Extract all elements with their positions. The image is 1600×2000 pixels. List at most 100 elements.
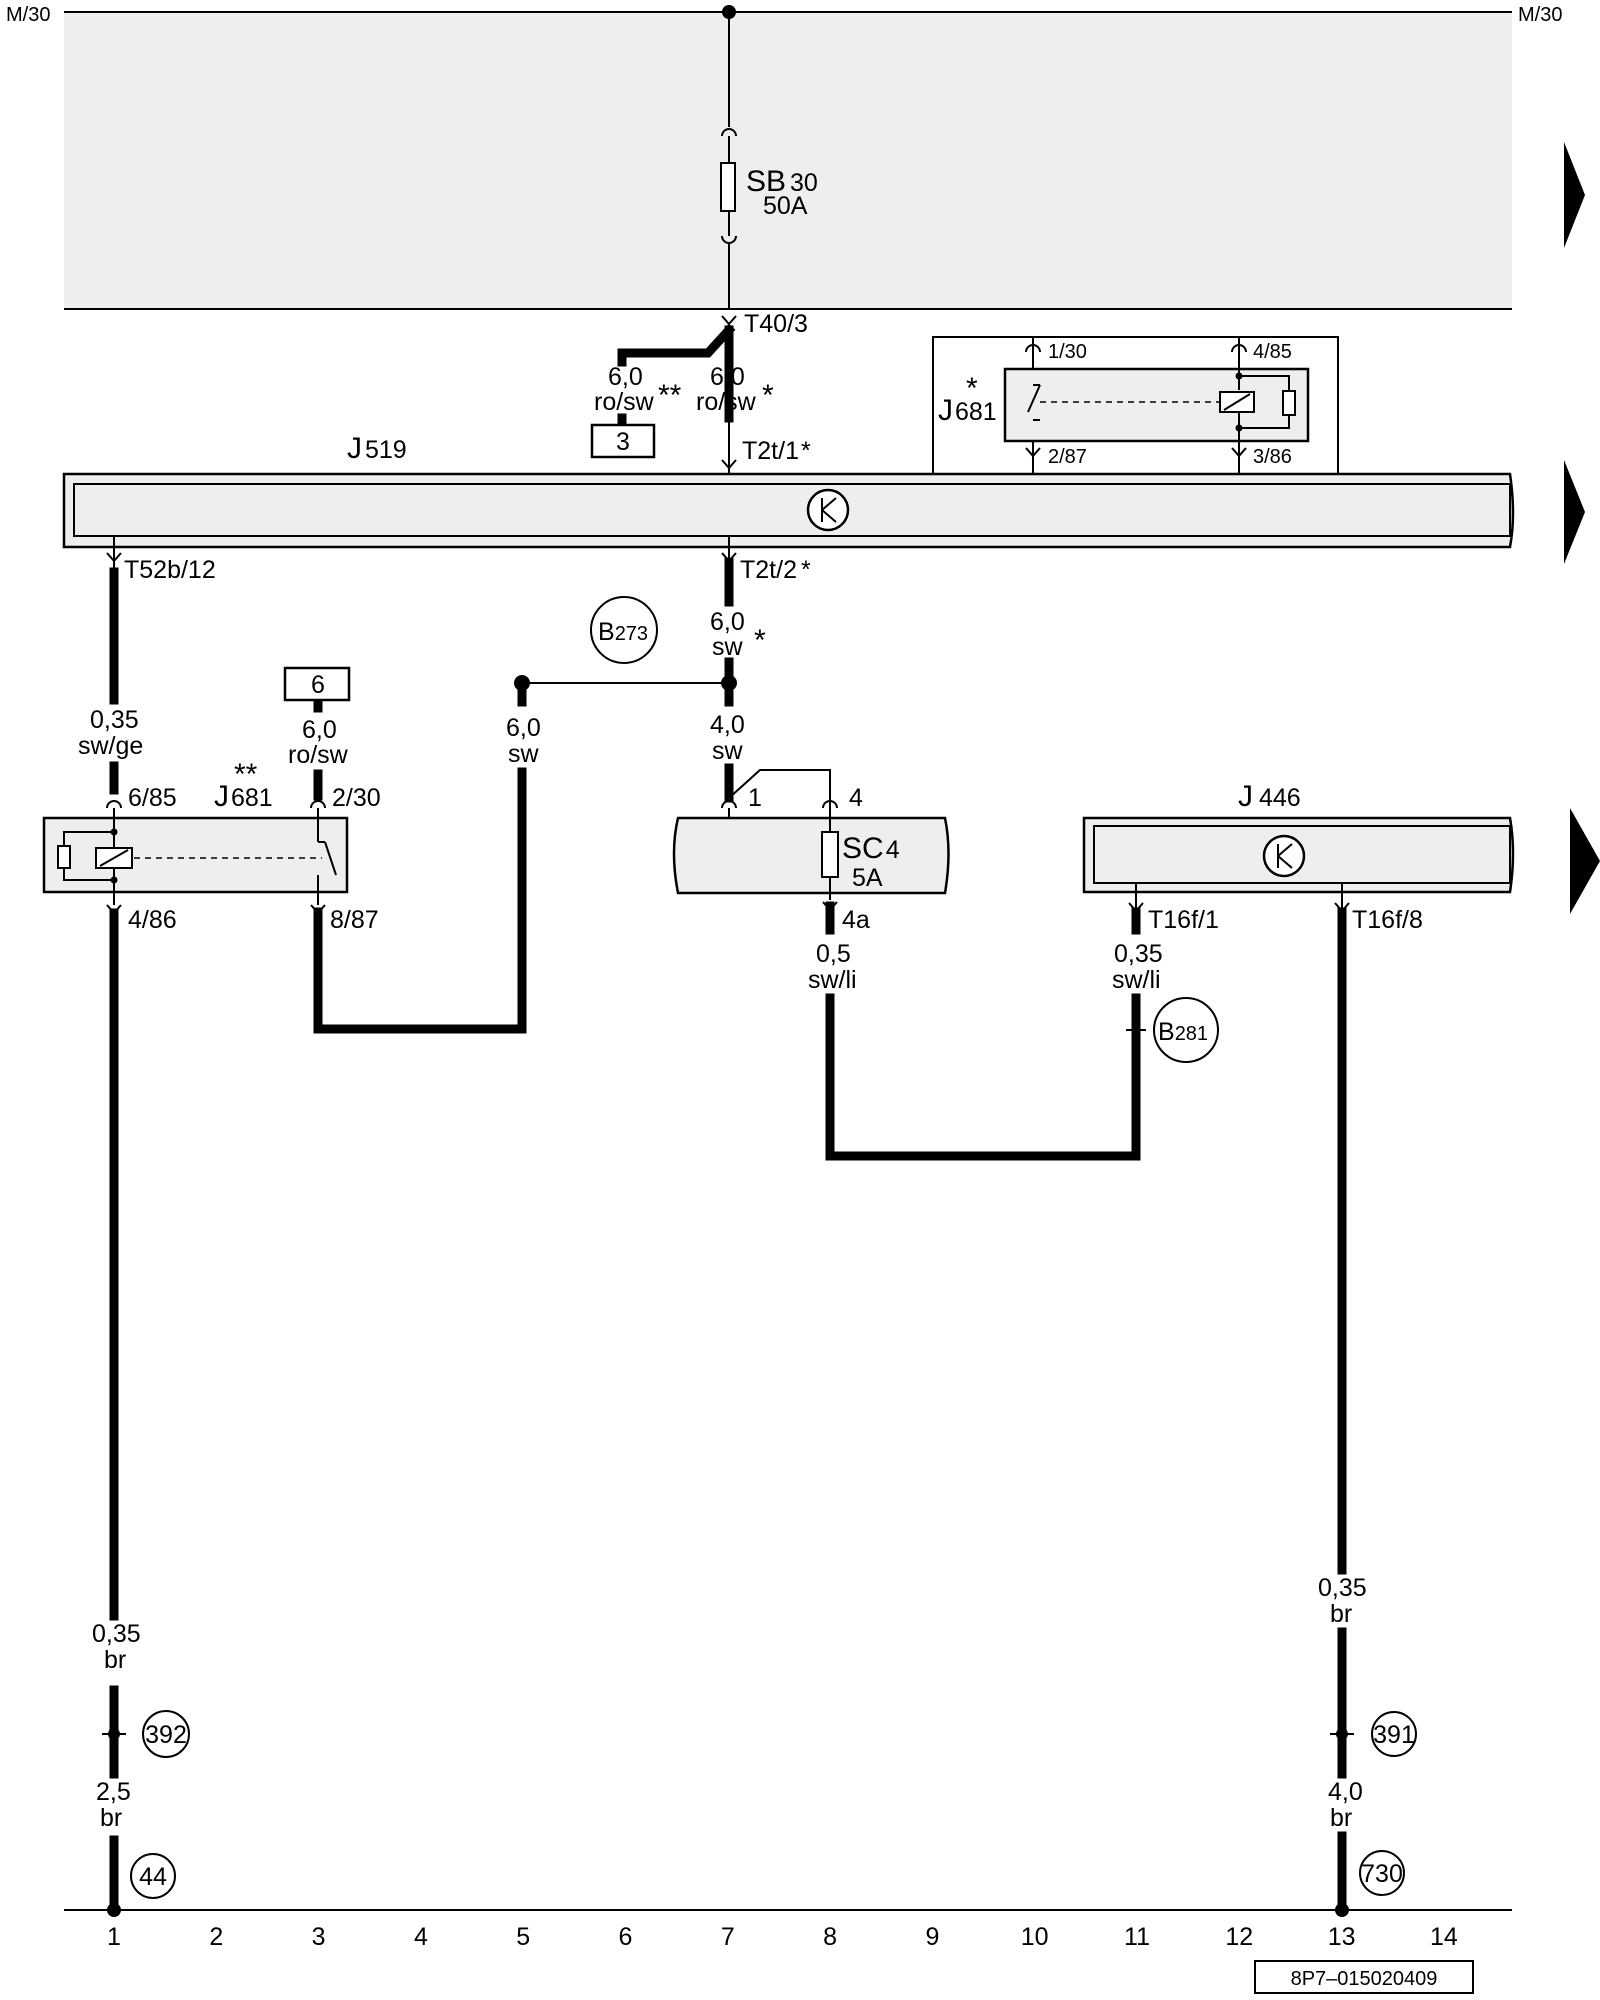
svg-text:3/86: 3/86 bbox=[1253, 446, 1292, 468]
fuse-carrier-area bbox=[64, 12, 1512, 309]
svg-text:sw: sw bbox=[712, 633, 744, 661]
ground-b273[interactable] bbox=[590, 596, 658, 664]
svg-text:0,35: 0,35 bbox=[1114, 940, 1163, 968]
svg-text:6,0: 6,0 bbox=[302, 716, 337, 744]
j681-top-label: J681 bbox=[938, 394, 997, 427]
fuse-carrier-sc[interactable] bbox=[672, 816, 950, 895]
svg-text:sw/li: sw/li bbox=[808, 966, 857, 994]
drawing-id-box bbox=[1254, 1960, 1474, 1994]
ruler-number: 11 bbox=[1124, 1923, 1150, 1951]
ruler-number: 9 bbox=[925, 1923, 939, 1951]
svg-text:1/30: 1/30 bbox=[1048, 341, 1087, 363]
connection-392[interactable] bbox=[142, 1710, 190, 1758]
svg-text:ro/sw: ro/sw bbox=[594, 388, 655, 416]
ruler-number: 7 bbox=[721, 1923, 735, 1951]
svg-text:sw/ge: sw/ge bbox=[78, 732, 143, 760]
wire-swli bbox=[825, 993, 1141, 1161]
svg-text:2,5: 2,5 bbox=[96, 1778, 131, 1806]
ruler-number: 12 bbox=[1225, 1923, 1253, 1951]
svg-text:br: br bbox=[104, 1646, 126, 1674]
ground-44[interactable] bbox=[130, 1853, 176, 1899]
svg-text:sw/li: sw/li bbox=[1112, 966, 1161, 994]
svg-text:392: 392 bbox=[145, 1721, 187, 1749]
ruler-number: 6 bbox=[619, 1923, 633, 1951]
svg-text:2/87: 2/87 bbox=[1048, 446, 1087, 468]
svg-text:br: br bbox=[100, 1804, 122, 1832]
svg-text:730: 730 bbox=[1361, 1860, 1403, 1888]
svg-text:4/85: 4/85 bbox=[1253, 341, 1292, 363]
svg-text:0,5: 0,5 bbox=[816, 940, 851, 968]
ruler-number: 13 bbox=[1328, 1923, 1356, 1951]
svg-text:0,35: 0,35 bbox=[90, 706, 139, 734]
svg-text:br: br bbox=[1330, 1600, 1352, 1628]
conn-t16f-1: T16f/1 bbox=[1148, 906, 1219, 934]
svg-text:sw: sw bbox=[508, 740, 540, 768]
svg-text:6,0: 6,0 bbox=[710, 363, 745, 391]
ruler-number: 4 bbox=[414, 1923, 428, 1951]
wire-rosw-2 bbox=[617, 323, 736, 367]
rail-label-right: M/30 bbox=[1518, 4, 1562, 26]
relay-j681-top[interactable] bbox=[1003, 367, 1310, 443]
ground-b281[interactable] bbox=[1153, 997, 1219, 1063]
svg-text:2/30: 2/30 bbox=[332, 784, 381, 812]
sc4-label: SC4 bbox=[842, 832, 900, 865]
svg-text:3: 3 bbox=[616, 428, 630, 456]
svg-text:*: * bbox=[966, 372, 978, 405]
svg-text:8/87: 8/87 bbox=[330, 906, 379, 934]
svg-text:B281: B281 bbox=[1158, 1018, 1208, 1046]
sc4-rating: 5A bbox=[852, 864, 883, 892]
svg-text:*: * bbox=[754, 624, 766, 657]
svg-text:6,0: 6,0 bbox=[506, 714, 541, 742]
svg-text:4,0: 4,0 bbox=[710, 711, 745, 739]
conn-t2t-2: T2t/2* bbox=[740, 556, 811, 584]
ground-730[interactable] bbox=[1359, 1850, 1405, 1896]
relay-contact bbox=[1027, 384, 1041, 413]
rail-label-left: M/30 bbox=[6, 4, 50, 26]
svg-text:**: ** bbox=[234, 758, 258, 791]
svg-text:1: 1 bbox=[748, 784, 762, 812]
conn-t16f-8: T16f/8 bbox=[1352, 906, 1423, 934]
sb-plug-top bbox=[721, 128, 737, 137]
svg-text:0,35: 0,35 bbox=[92, 1620, 141, 1648]
svg-text:0,35: 0,35 bbox=[1318, 1574, 1367, 1602]
continuation-arrow-1[interactable] bbox=[1564, 142, 1585, 248]
svg-text:4/86: 4/86 bbox=[128, 906, 177, 934]
j681-left-label: J681 bbox=[214, 780, 273, 813]
svg-text:ro/sw: ro/sw bbox=[696, 388, 757, 416]
svg-text:4,0: 4,0 bbox=[1328, 1778, 1363, 1806]
conn-4a: 4a bbox=[842, 906, 870, 934]
control-unit-j519[interactable] bbox=[62, 472, 1515, 549]
ruler-number: 1 bbox=[107, 1923, 121, 1951]
continuation-arrow-2[interactable] bbox=[1564, 460, 1585, 564]
svg-text:6,0: 6,0 bbox=[608, 363, 643, 391]
svg-text:6: 6 bbox=[311, 671, 325, 699]
svg-text:ro/sw: ro/sw bbox=[288, 741, 349, 769]
conn-t52b-12: T52b/12 bbox=[124, 556, 216, 584]
svg-text:6/85: 6/85 bbox=[128, 784, 177, 812]
sb30-rating: 50A bbox=[763, 192, 808, 220]
svg-text:391: 391 bbox=[1373, 1721, 1415, 1749]
conn-t2t-1: T2t/1* bbox=[742, 437, 811, 465]
ruler-number: 3 bbox=[312, 1923, 326, 1951]
svg-text:6,0: 6,0 bbox=[710, 608, 745, 636]
j519-transistor-icon bbox=[806, 488, 850, 532]
svg-text:*: * bbox=[762, 379, 774, 412]
ruler-number: 10 bbox=[1021, 1923, 1049, 1951]
svg-text:sw: sw bbox=[712, 737, 744, 765]
wire-sw-col5 bbox=[313, 767, 527, 1034]
ruler-number: 14 bbox=[1430, 1923, 1458, 1951]
connection-391[interactable] bbox=[1371, 1711, 1417, 1757]
svg-text:B273: B273 bbox=[598, 618, 648, 646]
ruler-number: 8 bbox=[823, 1923, 837, 1951]
ruler-number: 2 bbox=[209, 1923, 223, 1951]
j446-transistor-icon bbox=[1262, 834, 1306, 878]
conn-t40-3: T40/3 bbox=[744, 310, 808, 338]
svg-text:**: ** bbox=[658, 379, 682, 412]
continuation-arrow-3[interactable] bbox=[1570, 808, 1600, 914]
ref-box-3[interactable] bbox=[590, 423, 656, 459]
